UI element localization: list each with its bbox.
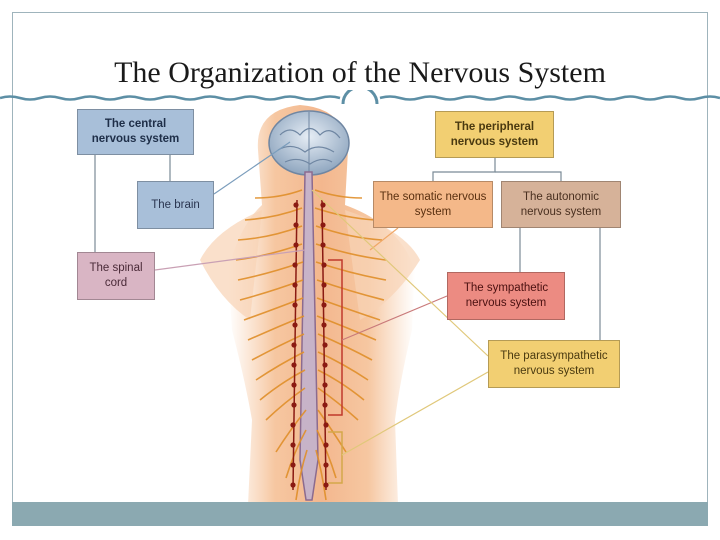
label-somatic-nervous-system: The somatic nervous system [373, 181, 493, 228]
label-central-nervous-system: The central nervous system [77, 109, 194, 155]
brain-illustration [268, 110, 350, 176]
label-sympathetic-nervous-system: The sympathetic nervous system [447, 272, 565, 320]
label-parasympathetic-nervous-system: The parasympathetic nervous system [488, 340, 620, 388]
label-brain: The brain [137, 181, 214, 229]
label-autonomic-nervous-system: The autonomic nervous system [501, 181, 621, 228]
title-divider [0, 90, 720, 105]
label-peripheral-nervous-system: The peripheral nervous system [435, 111, 554, 158]
label-spinal-cord: The spinal cord [77, 252, 155, 300]
spinal-cord-illustration [299, 171, 319, 501]
page-title: The Organization of the Nervous System [114, 56, 606, 89]
slide-footer-bar [12, 502, 708, 526]
